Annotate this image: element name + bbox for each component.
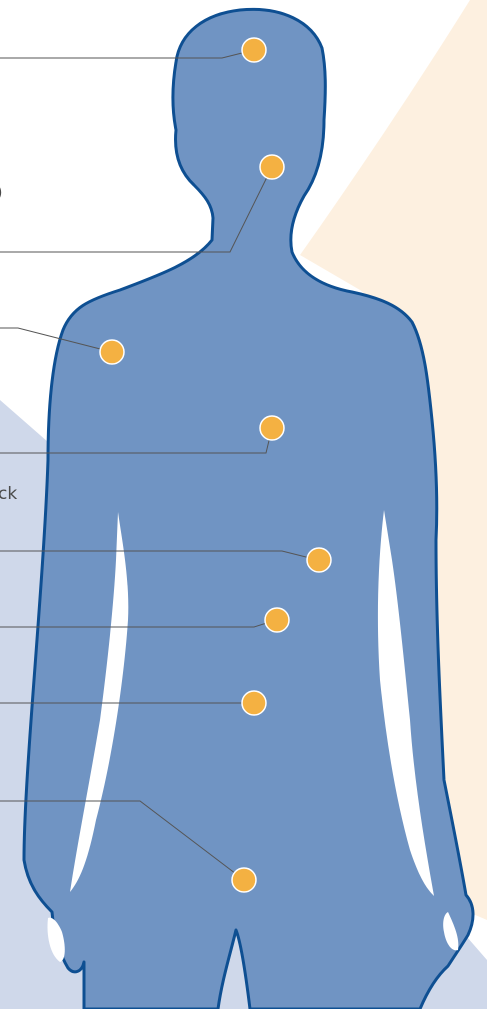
label-fragment-paren: ): [0, 183, 3, 203]
marker-shoulder[interactable]: [100, 340, 124, 364]
marker-chest[interactable]: [260, 416, 284, 440]
marker-neck[interactable]: [260, 155, 284, 179]
marker-lower-abdomen[interactable]: [242, 691, 266, 715]
marker-head[interactable]: [242, 38, 266, 62]
label-fragment-ck: ck: [0, 484, 17, 504]
marker-upper-abdomen[interactable]: [307, 548, 331, 572]
marker-pelvis[interactable]: [232, 868, 256, 892]
marker-mid-abdomen[interactable]: [265, 608, 289, 632]
